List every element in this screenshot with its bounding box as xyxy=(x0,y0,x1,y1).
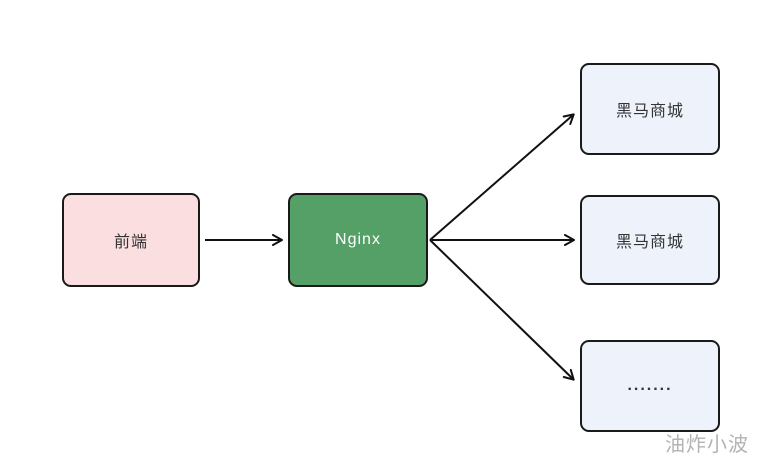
node-nginx-label: Nginx xyxy=(335,231,381,248)
node-mall-2: 黑马商城 xyxy=(580,195,720,285)
edge-nginx-mall-1 xyxy=(429,113,575,241)
watermark: 油炸小波 xyxy=(665,434,749,456)
node-more: ....... xyxy=(580,340,720,432)
node-mall-2-label: 黑马商城 xyxy=(615,234,684,251)
node-more-label: ....... xyxy=(627,377,673,394)
node-mall-1-label: 黑马商城 xyxy=(615,103,684,120)
node-mall-1: 黑马商城 xyxy=(580,63,720,155)
node-frontend-label: 前端 xyxy=(113,234,148,251)
node-nginx: Nginx xyxy=(288,193,428,287)
edge-nginx-more xyxy=(429,239,575,381)
node-frontend: 前端 xyxy=(62,193,200,287)
